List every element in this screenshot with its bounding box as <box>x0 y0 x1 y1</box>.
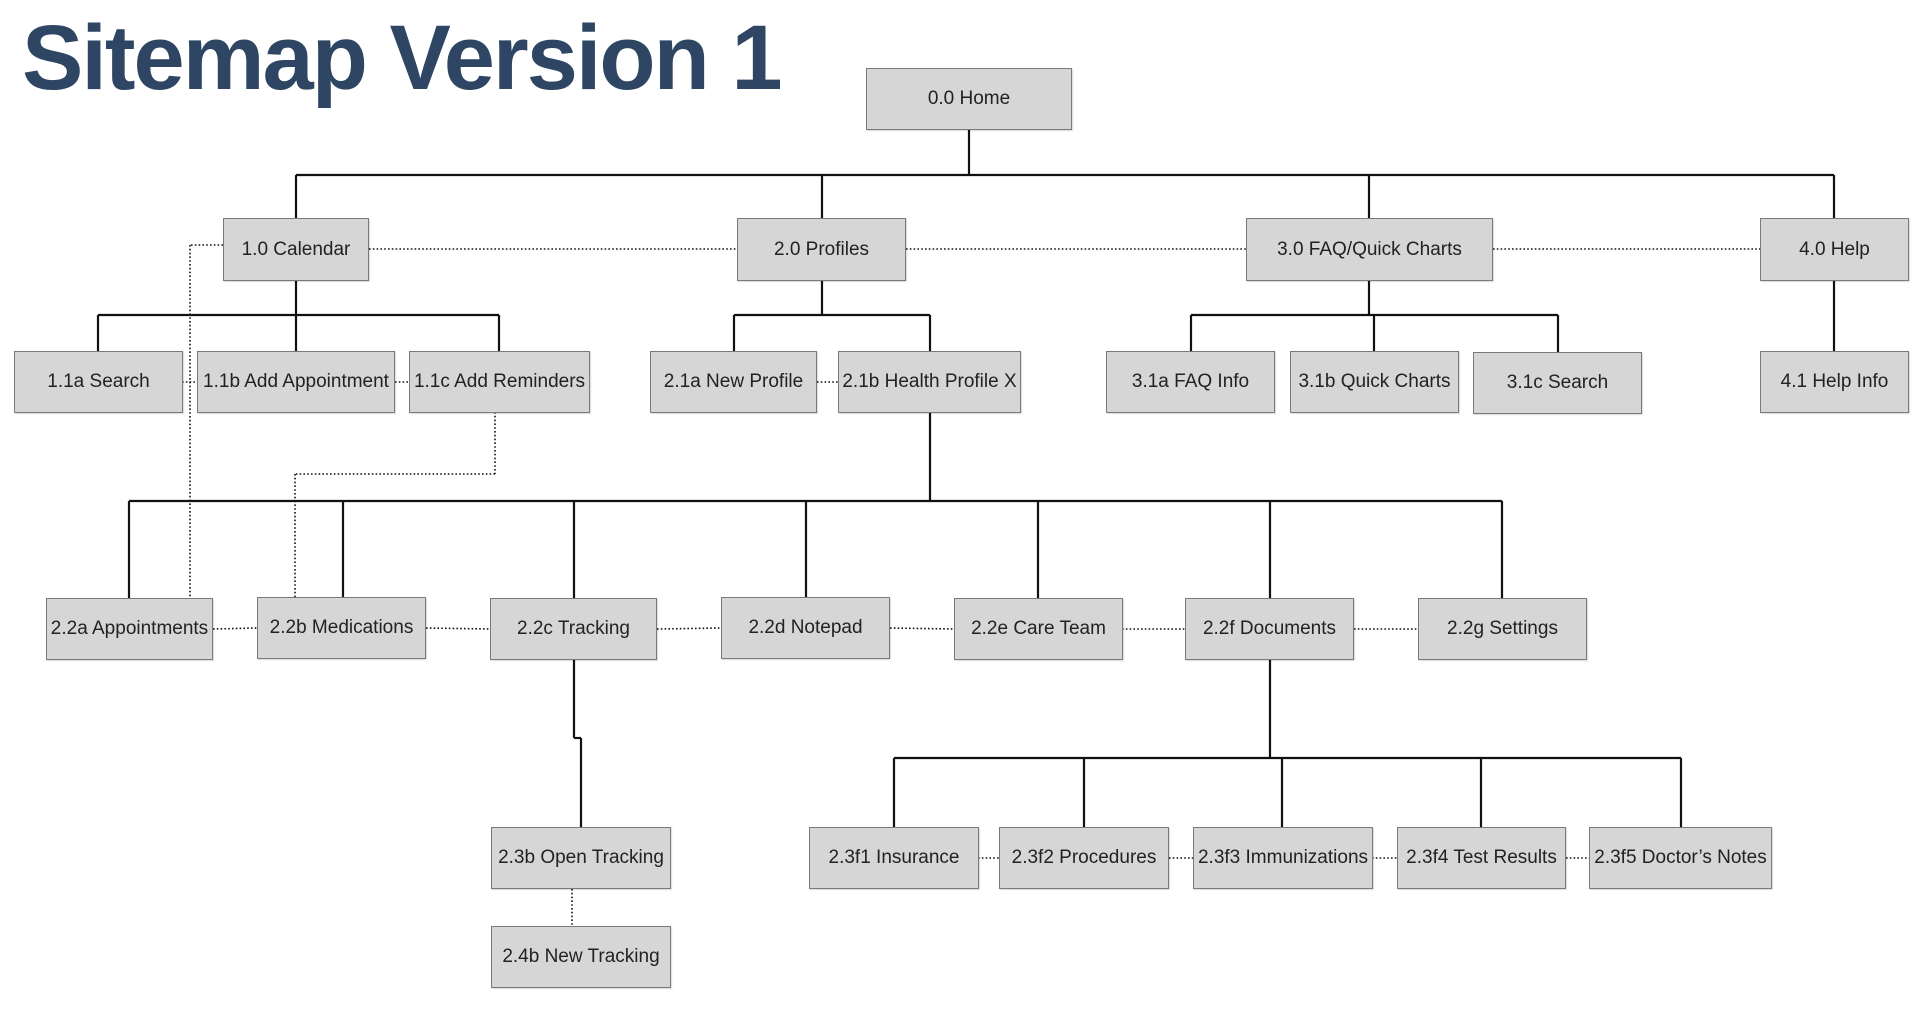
node-doctors-notes[interactable]: 2.3f5 Doctor’s Notes <box>1589 827 1772 889</box>
node-calendar[interactable]: 1.0 Calendar <box>223 218 369 281</box>
association-line <box>425 627 491 630</box>
node-calendar-search[interactable]: 1.1a Search <box>14 351 183 413</box>
association-line <box>212 627 258 630</box>
node-care-team[interactable]: 2.2e Care Team <box>954 598 1123 660</box>
node-profiles[interactable]: 2.0 Profiles <box>737 218 906 281</box>
node-appointments[interactable]: 2.2a Appointments <box>46 598 213 660</box>
node-home[interactable]: 0.0 Home <box>866 68 1072 130</box>
node-faq-search[interactable]: 3.1c Search <box>1473 352 1642 414</box>
node-insurance[interactable]: 2.3f1 Insurance <box>809 827 979 889</box>
node-new-profile[interactable]: 2.1a New Profile <box>650 351 817 413</box>
node-health-profile[interactable]: 2.1b Health Profile X <box>838 351 1021 413</box>
node-open-tracking[interactable]: 2.3b Open Tracking <box>491 827 671 889</box>
node-settings[interactable]: 2.2g Settings <box>1418 598 1587 660</box>
node-procedures[interactable]: 2.3f2 Procedures <box>999 827 1169 889</box>
page-title: Sitemap Version 1 <box>22 7 783 109</box>
node-documents[interactable]: 2.2f Documents <box>1185 598 1354 660</box>
node-add-reminders[interactable]: 1.1c Add Reminders <box>409 351 590 413</box>
node-add-appointment[interactable]: 1.1b Add Appointment <box>197 351 395 413</box>
node-medications[interactable]: 2.2b Medications <box>257 597 426 659</box>
node-notepad[interactable]: 2.2d Notepad <box>721 597 890 659</box>
node-quick-charts[interactable]: 3.1b Quick Charts <box>1290 351 1459 413</box>
node-faq-info[interactable]: 3.1a FAQ Info <box>1106 351 1275 413</box>
association-line <box>656 627 722 630</box>
node-test-results[interactable]: 2.3f4 Test Results <box>1397 827 1566 889</box>
association-line <box>889 627 955 630</box>
node-help[interactable]: 4.0 Help <box>1760 218 1909 281</box>
node-immunizations[interactable]: 2.3f3 Immunizations <box>1193 827 1373 889</box>
node-new-tracking[interactable]: 2.4b New Tracking <box>491 926 671 988</box>
node-faq-quick-charts[interactable]: 3.0 FAQ/Quick Charts <box>1246 218 1493 281</box>
node-help-info[interactable]: 4.1 Help Info <box>1760 351 1909 413</box>
node-tracking[interactable]: 2.2c Tracking <box>490 598 657 660</box>
